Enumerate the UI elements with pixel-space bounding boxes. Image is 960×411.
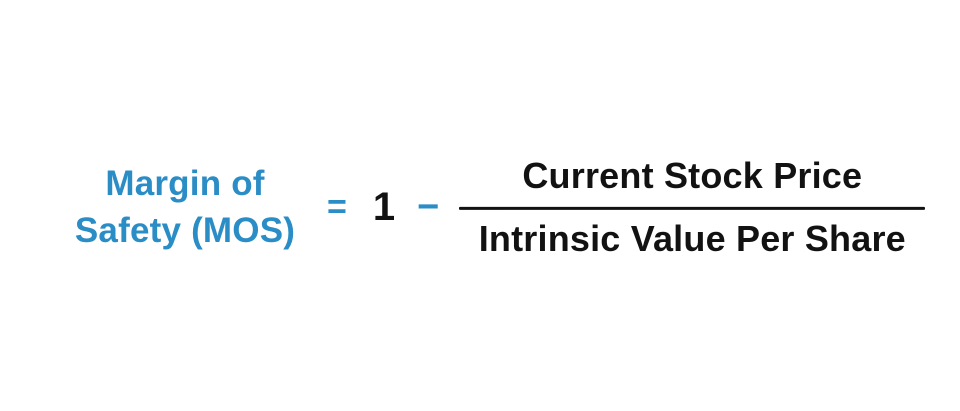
minus-sign: − (417, 186, 440, 228)
fraction-bar (459, 206, 926, 210)
fraction: Current Stock Price Intrinsic Value Per … (459, 154, 926, 259)
margin-of-safety-formula: Margin of Safety (MOS) = 1 − Current Sto… (65, 154, 926, 259)
fraction-numerator: Current Stock Price (522, 154, 863, 196)
fraction-denominator: Intrinsic Value Per Share (478, 217, 906, 259)
formula-lhs-line1: Margin of (105, 164, 265, 203)
constant-one: 1 (372, 185, 396, 229)
formula-lhs-line2: Safety (MOS) (74, 211, 296, 250)
formula-lhs-label: Margin of Safety (MOS) (65, 160, 305, 254)
equals-sign: = (327, 188, 347, 226)
